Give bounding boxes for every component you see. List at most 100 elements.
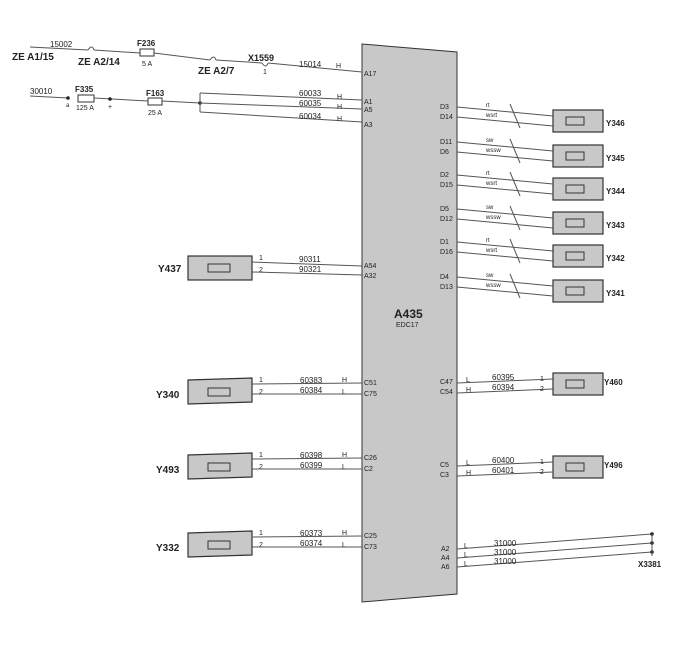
y340-symbol: [207, 387, 231, 397]
wire-60034-dir: H: [337, 116, 342, 123]
y496-wire-1-line: [456, 461, 554, 467]
y460-wire-2-label: 60394: [492, 383, 515, 392]
y340-pin-2: 2: [259, 389, 263, 396]
y345-ecu-pin-1: D11: [440, 139, 452, 146]
y493-ecu-pin-2: C2: [364, 466, 373, 473]
fuse-f335-label: F335: [75, 85, 94, 94]
ground-line-2: [456, 542, 653, 559]
ground-pin-1: A2: [441, 546, 450, 553]
y340-wire-2-label: 60384: [300, 386, 323, 395]
component-y496-label: Y496: [604, 461, 623, 470]
y340-dir-1: H: [342, 377, 347, 384]
right-valve-group: Y346D3D14rtwsrtY345D11D6swwsswY344D2D15r…: [440, 103, 625, 303]
node-plus: [108, 97, 112, 101]
component-y344: [552, 177, 604, 201]
y341-wire-2-line: [456, 286, 554, 297]
left-valve-group: Y340126038360384HLC51C75Y493126039860399…: [156, 376, 377, 558]
y342-symbol: [565, 251, 585, 261]
y345-cable-mark: [509, 138, 521, 164]
y496-ecu-pin-2: C3: [440, 472, 449, 479]
fuse-f236: [139, 48, 155, 57]
y342-wire-1-line: [456, 241, 554, 252]
y344-wire-2-line: [456, 184, 554, 195]
fuse-f335: [77, 94, 95, 103]
y460-ecu-pin-2: C54: [440, 389, 453, 396]
supply-line-3: [153, 52, 211, 61]
ecu-body: [361, 43, 458, 603]
y343-ecu-pin-2: D12: [440, 216, 453, 223]
y332-ecu-pin-1: C25: [364, 533, 377, 540]
y496-wire-2-line: [456, 471, 554, 477]
y341-cable-mark: [509, 273, 521, 299]
connector-ze-a2-14: ZE A2/14: [78, 57, 120, 68]
y341-wire-1-line: [456, 276, 554, 287]
wire-15014-line: [267, 62, 363, 73]
component-y345: [552, 144, 604, 168]
wire-60035-dir: H: [337, 104, 342, 111]
y346-cable-mark: [509, 103, 521, 129]
component-y342-label: Y342: [606, 254, 625, 263]
y460-pin-1: 1: [540, 376, 544, 383]
connector-x1559-symbol: [261, 62, 269, 67]
y346-symbol: [565, 116, 585, 126]
wire-60035-line: [199, 102, 363, 110]
y332-dir-2: L: [342, 542, 346, 549]
component-y345-label: Y345: [606, 154, 625, 163]
y493-pin-1: 1: [259, 452, 263, 459]
wire-60033-label: 60033: [299, 89, 322, 98]
ground-pin-2: A4: [441, 555, 450, 562]
fuse-f335-rating: 125 A: [76, 105, 94, 112]
y496-wire-2-label: 60401: [492, 466, 515, 475]
y342-color-1: rt: [486, 238, 490, 244]
y496-pin-2: 2: [540, 469, 544, 476]
wire-90321-label: 90321: [299, 265, 322, 274]
node-a: [66, 96, 70, 100]
pin-a5: A5: [364, 107, 373, 114]
y460-dir-2: H: [466, 387, 471, 394]
ecu-name: A435: [394, 307, 423, 321]
fuse-f163: [147, 97, 163, 106]
y493-dir-1: H: [342, 452, 347, 459]
y460-dir-1: L: [466, 377, 470, 384]
y344-symbol: [565, 184, 585, 194]
y342-cable-mark: [509, 238, 521, 264]
y341-color-1: sw: [486, 273, 494, 279]
y344-cable-mark: [509, 171, 521, 197]
pin-a32: A32: [364, 273, 377, 280]
y343-ecu-pin-1: D5: [440, 206, 449, 213]
component-y437-label: Y437: [158, 264, 182, 275]
component-y346: [552, 109, 604, 133]
pin-a3: A3: [364, 122, 373, 129]
y332-pin-2: 2: [259, 542, 263, 549]
y496-pin-1: 1: [540, 459, 544, 466]
ground-pin-3: A6: [441, 564, 450, 571]
y332-dir-1: H: [342, 530, 347, 537]
y340-ecu-pin-2: C75: [364, 391, 377, 398]
y343-cable-mark: [509, 205, 521, 231]
fuse-f163-rating: 25 A: [148, 110, 162, 117]
y345-ecu-pin-2: D6: [440, 149, 449, 156]
y496-dir-2: H: [466, 470, 471, 477]
y345-symbol: [565, 151, 585, 161]
component-y340-label: Y340: [156, 390, 180, 401]
connector-symbol-2: [209, 56, 217, 61]
y342-wire-2-line: [456, 251, 554, 262]
connector-x3381: X3381: [638, 560, 662, 569]
supply-line-4: [215, 59, 263, 64]
y460-wire-2-line: [456, 388, 554, 394]
ground-wire-1: 31000: [494, 539, 517, 548]
component-y346-label: Y346: [606, 119, 625, 128]
y343-wire-1-line: [456, 208, 554, 219]
component-y437: [187, 255, 253, 281]
wire-15014-label: 15014: [299, 60, 322, 69]
supply-line-6: [161, 100, 201, 104]
supply-line-1: [29, 46, 89, 51]
y332-wire-2-label: 60374: [300, 539, 323, 548]
y496-ecu-pin-1: C5: [440, 462, 449, 469]
y340-ecu-pin-1: C51: [364, 380, 377, 387]
ground-line-3: [456, 551, 653, 568]
y345-color-2: wssw: [485, 148, 501, 154]
component-y332: [187, 530, 253, 558]
